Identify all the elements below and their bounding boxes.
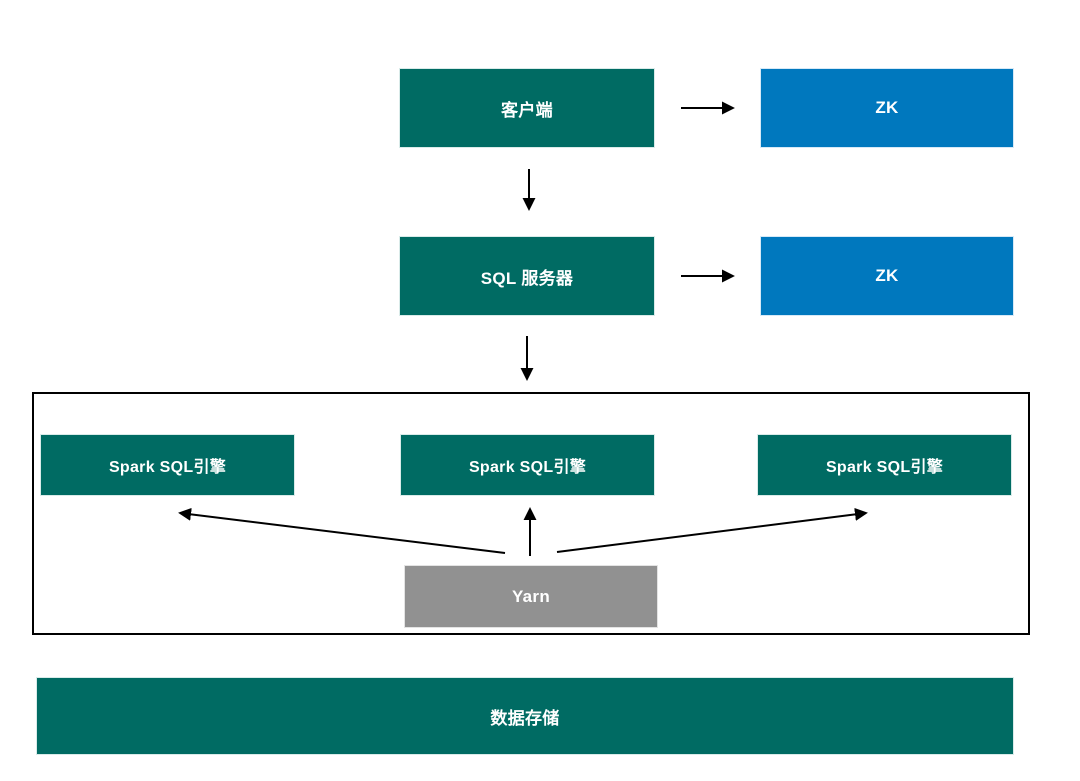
spark-sql-engine-node-left: Spark SQL引擎 xyxy=(40,434,295,496)
spark-sql-engine-node-middle: Spark SQL引擎 xyxy=(400,434,655,496)
zk-mid-label: ZK xyxy=(875,266,899,285)
spark-sql-engine-label: Spark SQL引擎 xyxy=(825,459,944,476)
zk-mid-node: ZK xyxy=(760,236,1014,316)
zk-top-label: ZK xyxy=(875,98,899,117)
client-node: 客户端 xyxy=(399,68,655,148)
data-storage-label: 数据存储 xyxy=(490,708,560,728)
zk-top-node: ZK xyxy=(760,68,1014,148)
data-storage-node: 数据存储 xyxy=(36,677,1014,755)
yarn-node: Yarn xyxy=(404,565,658,628)
sql-server-node: SQL 服务器 xyxy=(399,236,655,316)
spark-sql-engine-label: Spark SQL引擎 xyxy=(108,459,227,476)
sql-server-label: SQL 服务器 xyxy=(480,268,574,288)
client-label: 客户端 xyxy=(501,100,553,120)
yarn-label: Yarn xyxy=(511,586,551,606)
spark-sql-engine-label: Spark SQL引擎 xyxy=(468,459,587,476)
spark-sql-engine-node-right: Spark SQL引擎 xyxy=(757,434,1012,496)
engine-cluster-container xyxy=(32,392,1030,635)
